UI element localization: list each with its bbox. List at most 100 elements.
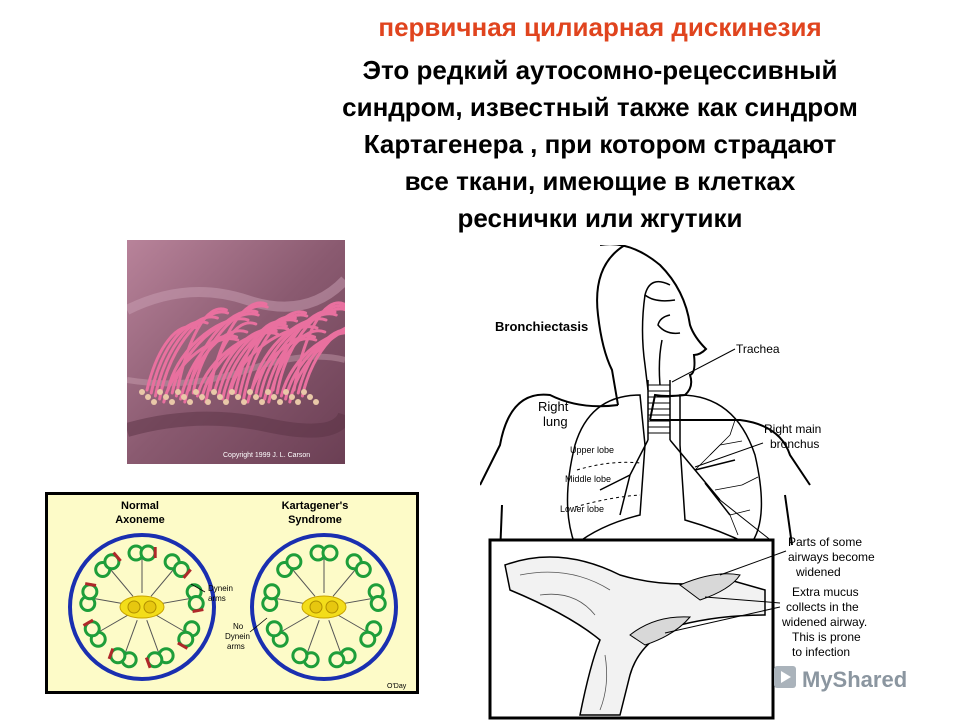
microtubule-doublet xyxy=(285,553,303,571)
cilium-strand xyxy=(296,328,345,395)
no-dynein-label: No xyxy=(233,622,244,631)
microvillus xyxy=(181,394,187,400)
microvillus xyxy=(301,389,307,395)
right-main-bronchus-label: bronchus xyxy=(770,437,819,451)
microvillus xyxy=(289,394,295,400)
cilium-strand xyxy=(158,310,230,401)
microtubule-doublet xyxy=(359,630,377,648)
central-tubule xyxy=(325,600,339,614)
microvillus xyxy=(145,394,151,400)
parts-widened-label: widened xyxy=(795,565,841,579)
radial-spoke xyxy=(335,613,372,635)
parts-widened-label: Parts of some xyxy=(788,535,862,549)
right-lung-label: Right xyxy=(538,399,569,414)
cilium-strand xyxy=(166,317,250,392)
microvillus xyxy=(157,389,163,395)
microvillus xyxy=(313,399,319,405)
cilium-strand xyxy=(279,331,345,398)
play-icon xyxy=(781,671,791,683)
right-main-bronchus-label: Right main xyxy=(764,422,821,436)
right-lung-label: lung xyxy=(543,414,568,429)
microvillus xyxy=(169,399,175,405)
body-line: реснички или жгутики xyxy=(457,203,743,233)
cilium-strand xyxy=(208,301,268,392)
central-pair xyxy=(301,595,347,619)
microtubule-doublet xyxy=(265,620,283,638)
dynein-arm xyxy=(84,582,97,587)
bronchiole xyxy=(729,514,739,536)
cilium-strand xyxy=(229,325,319,392)
cilium-strand xyxy=(237,315,297,398)
axoneme-diagram: Normal Axoneme Kartagener's Syndrome Dyn… xyxy=(45,492,419,694)
slide-body: Это редкий аутосомно-рецессивный синдром… xyxy=(250,52,950,237)
radial-spoke xyxy=(106,565,134,597)
cilium-strand xyxy=(271,309,337,392)
watermark-text: MyShared xyxy=(802,667,907,692)
radial-spoke xyxy=(94,613,131,635)
dynein-arm xyxy=(192,608,204,613)
cilium-strand xyxy=(300,326,345,398)
microvillus xyxy=(193,389,199,395)
anatomy-title: Bronchiectasis xyxy=(495,319,588,334)
microtubule-doublet xyxy=(103,553,121,571)
microvillus xyxy=(259,399,265,405)
microvillus xyxy=(295,399,301,405)
cilium-strand xyxy=(187,309,259,392)
body-line: синдром, известный также как синдром xyxy=(342,92,858,122)
microtubule-doublet xyxy=(354,560,372,578)
microvillus xyxy=(235,394,241,400)
microvillus xyxy=(307,394,313,400)
central-tubule xyxy=(309,600,323,614)
parts-widened-label: airways become xyxy=(788,550,875,564)
cilium-strand xyxy=(216,323,288,398)
central-pair xyxy=(119,595,165,619)
radial-spoke xyxy=(153,613,190,635)
no-dynein-label: arms xyxy=(227,642,245,651)
microtubule-doublet xyxy=(369,595,387,613)
cilium-strand xyxy=(153,315,219,398)
microvillus xyxy=(175,389,181,395)
membrane-ring xyxy=(68,533,216,681)
microvillus xyxy=(271,394,277,400)
dynein-arm xyxy=(112,551,122,562)
extra-mucus-label: widened airway. xyxy=(781,615,867,629)
slide-title: первичная цилиарная дискинезия xyxy=(378,12,822,42)
microtubule-doublet xyxy=(321,544,339,562)
central-tubule xyxy=(143,600,157,614)
microtubule-doublet xyxy=(291,647,309,665)
microvillus xyxy=(205,399,211,405)
radial-spoke xyxy=(288,565,316,597)
kartagener-label: Syndrome xyxy=(288,514,342,526)
body-line: Это редкий аутосомно-рецессивный xyxy=(362,55,838,85)
microvillus xyxy=(139,389,145,395)
radial-spoke xyxy=(123,619,138,658)
cilium-strand xyxy=(174,307,228,398)
no-dynein-label: Dynein xyxy=(225,632,250,641)
microvillus xyxy=(283,389,289,395)
dynein-arm xyxy=(144,657,152,669)
cilia-micrograph: Copyright 1999 J. L. Carson xyxy=(127,240,345,464)
dynein-arm xyxy=(182,568,192,579)
microvillus xyxy=(277,399,283,405)
dynein-label: Dynein xyxy=(208,584,233,593)
dynein-label: arms xyxy=(208,594,226,603)
bronchiole xyxy=(719,440,743,446)
cilium-strand xyxy=(191,304,269,395)
normal-label: Normal xyxy=(121,500,159,512)
kartagener-label: Kartagener's xyxy=(282,500,349,512)
microvillus xyxy=(247,389,253,395)
normal-label: Axoneme xyxy=(115,514,165,526)
cilium-strand xyxy=(170,312,260,395)
microvillus xyxy=(241,399,247,405)
microtubule-doublet xyxy=(328,651,346,669)
upper-lobe-label: Upper lobe xyxy=(570,445,614,455)
bronchiole xyxy=(741,476,759,486)
microtubule-doublet xyxy=(81,583,99,601)
cilium-strand xyxy=(254,312,338,395)
microvillus xyxy=(217,394,223,400)
microtubule-doublet xyxy=(187,595,205,613)
cilium-strand xyxy=(292,301,345,392)
microvillus xyxy=(229,389,235,395)
dynein-arm xyxy=(107,648,115,660)
extra-mucus-label: collects in the xyxy=(786,600,859,614)
